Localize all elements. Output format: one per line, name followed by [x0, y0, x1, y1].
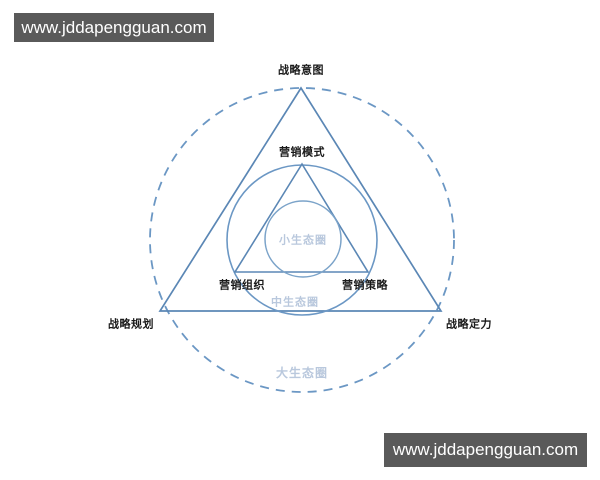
- vertex-label-marketing-model: 营销模式: [279, 145, 325, 159]
- ring-label-large-ecosystem: 大生态圈: [275, 366, 329, 380]
- vertex-label-marketing-organization: 营销组织: [219, 278, 265, 292]
- watermark-top: www.jddapengguan.com: [14, 13, 214, 42]
- vertex-label-marketing-strategy: 营销策略: [342, 278, 388, 292]
- large-ecosystem-circle: [149, 87, 455, 393]
- ring-label-medium-ecosystem: 中生态圈: [271, 295, 319, 309]
- vertex-label-strategic-planning: 战略规划: [108, 317, 154, 331]
- outer-triangle: [158, 86, 443, 312]
- vertex-label-strategic-intent: 战略意图: [278, 63, 324, 77]
- ring-label-small-ecosystem: 小生态圈: [279, 233, 327, 247]
- small-ecosystem-circle: [264, 200, 342, 278]
- vertex-label-strategic-focus: 战略定力: [446, 317, 492, 331]
- watermark-bottom: www.jddapengguan.com: [384, 433, 587, 467]
